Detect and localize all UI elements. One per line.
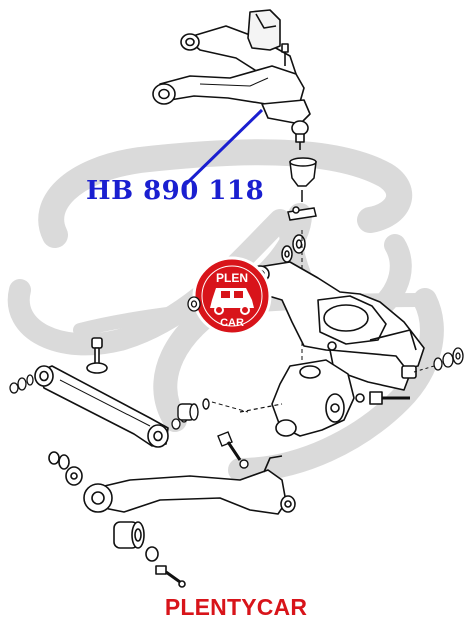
badge-text-top: PLEN (216, 271, 248, 285)
lower-control-arm (48, 451, 296, 588)
brand-footer: PLENTYCAR (164, 594, 308, 620)
center-bushing-stack (281, 157, 317, 360)
lateral-link (34, 337, 169, 448)
middle-bushing (177, 398, 249, 469)
badge-side-bushing (187, 296, 201, 312)
car-icon (210, 288, 254, 315)
upper-control-arm (152, 9, 311, 150)
brand-badge: PLEN CAR (192, 256, 272, 336)
right-hardware (413, 347, 464, 373)
wheel-knuckle (239, 359, 410, 437)
pointer-line (184, 108, 264, 186)
part-number-label: HB 890 118 (86, 176, 265, 206)
badge-text-bottom: CAR (220, 317, 244, 329)
